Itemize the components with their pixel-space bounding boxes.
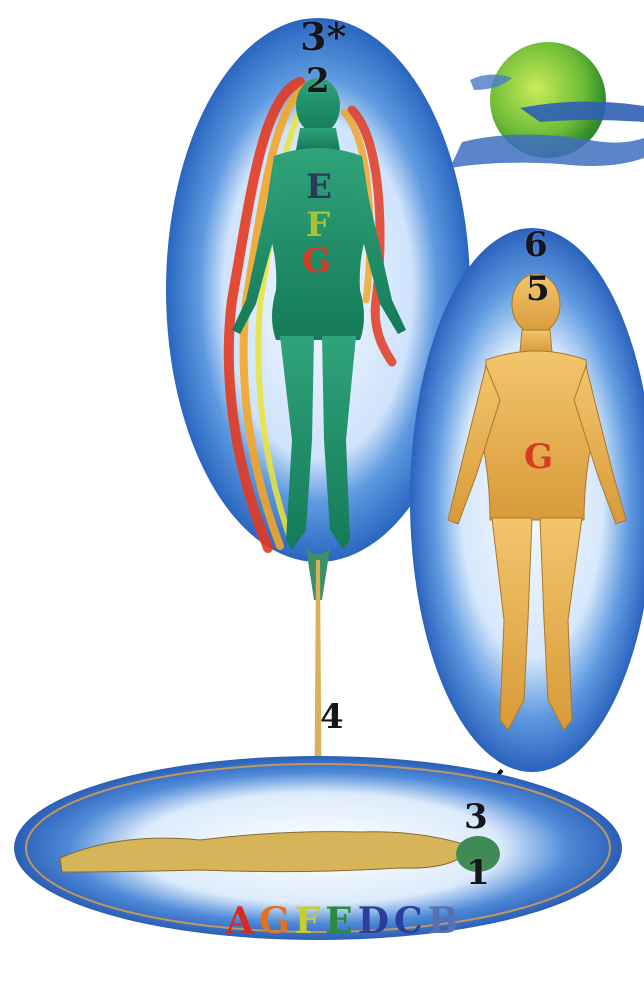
label-3: 3 bbox=[464, 800, 488, 834]
band-letter-a: A bbox=[226, 900, 255, 942]
label-4: 4 bbox=[320, 700, 344, 734]
band-letter-e: E bbox=[325, 900, 353, 942]
band-letter-c: C bbox=[394, 900, 424, 942]
band-letter-g: G bbox=[259, 900, 291, 942]
band-letter-f: F bbox=[295, 900, 322, 942]
label-5: 5 bbox=[526, 272, 550, 306]
label-3-star: 3* bbox=[300, 18, 346, 56]
label-6: 6 bbox=[524, 228, 548, 262]
upper-letter-g: G bbox=[302, 244, 331, 278]
middle-letter-g: G bbox=[524, 440, 553, 474]
band-letter-d: D bbox=[358, 900, 390, 942]
upper-letter-e: E bbox=[306, 170, 332, 204]
band-letter-b: B bbox=[428, 900, 459, 942]
label-2: 2 bbox=[306, 64, 330, 98]
middle-aura bbox=[410, 228, 644, 772]
label-1: 1 bbox=[466, 856, 490, 890]
moon-icon bbox=[450, 42, 644, 168]
upper-letter-f: F bbox=[306, 208, 330, 242]
